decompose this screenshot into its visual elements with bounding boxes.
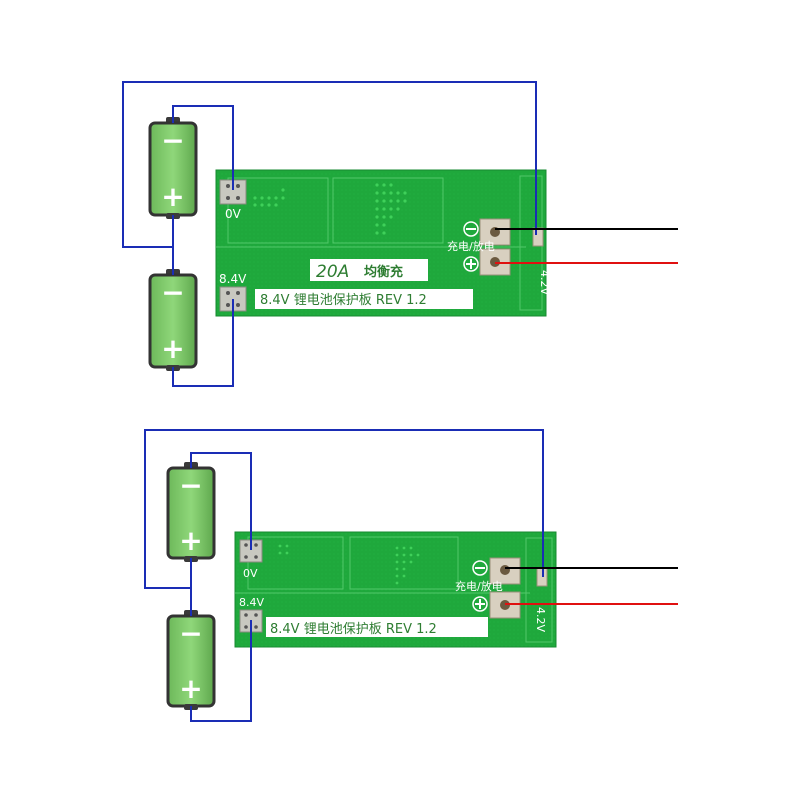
top-badge-rating: 20A: [316, 262, 349, 282]
top-silk-region: [332, 177, 444, 244]
top-8v-pad-pins: [226, 291, 240, 307]
top-diagram: 0V 8.4V 20A 均衡充 8.4V 锂电池保护板 REV 1.2: [122, 81, 678, 387]
top-board-title: 8.4V 锂电池保护板 REV 1.2: [260, 293, 427, 308]
bottom-0v-pad-pins: [244, 543, 258, 559]
bottom-wire-outer: [144, 429, 544, 589]
bottom-battery-2: − +: [166, 610, 216, 710]
bottom-pcb-edge: [234, 531, 557, 648]
top-42v-pad: [532, 227, 544, 247]
battery-plus-symbol: +: [179, 672, 202, 705]
bottom-board: 0V 8.4V 8.4V 锂电池保护板 REV 1.2: [234, 531, 557, 648]
top-0v-pad-pins: [226, 184, 240, 200]
bottom-minus-icon: [472, 560, 488, 576]
bottom-charge-label: 充电/放电: [455, 579, 503, 593]
top-rating-badge: [310, 259, 428, 281]
bottom-label-0v: 0V: [243, 567, 258, 580]
bottom-8v-pad-pins: [244, 613, 258, 629]
bottom-label-8v: 8.4V: [239, 596, 264, 609]
top-battery-2: − +: [148, 269, 198, 371]
bottom-plus-icon: [472, 596, 488, 612]
battery-plus-symbol: +: [179, 524, 202, 557]
battery-minus-symbol: −: [161, 124, 184, 157]
bottom-silk-region: [349, 536, 459, 590]
top-label-0v: 0V: [225, 207, 242, 221]
battery-minus-symbol: −: [179, 469, 202, 502]
top-pcb-edge: [215, 169, 547, 317]
battery-minus-symbol: −: [161, 276, 184, 309]
bottom-diagram: 0V 8.4V 8.4V 锂电池保护板 REV 1.2: [144, 429, 678, 722]
top-wire-bottom: [172, 299, 234, 387]
bottom-via-grid: [278, 544, 420, 585]
bottom-wire-inner: [190, 452, 252, 550]
battery-plus-symbol: +: [161, 332, 184, 365]
top-minus-icon: [463, 221, 479, 237]
bottom-minus-pad-hole: [500, 565, 510, 575]
bottom-silk-region: [247, 536, 344, 590]
battery-minus-symbol: −: [179, 617, 202, 650]
top-label-8v: 8.4V: [219, 272, 247, 286]
bottom-battery-1: − +: [166, 462, 216, 562]
top-plus-icon: [463, 256, 479, 272]
bottom-label-42v: 4.2V: [534, 607, 547, 632]
bottom-silk-region: [525, 537, 553, 643]
top-via-grid: [253, 183, 407, 235]
top-wire-inner: [172, 105, 234, 190]
top-board: 0V 8.4V 20A 均衡充 8.4V 锂电池保护板 REV 1.2: [215, 169, 551, 317]
top-battery-1: − +: [148, 117, 198, 219]
top-title-box: [255, 289, 473, 309]
bottom-wire-bottom: [190, 620, 252, 722]
top-badge-text: 均衡充: [364, 264, 403, 280]
top-charge-label: 充电/放电: [447, 239, 495, 253]
bottom-board-title: 8.4V 锂电池保护板 REV 1.2: [270, 622, 437, 637]
top-silk-region: [227, 177, 329, 244]
bottom-blue-wires: [144, 429, 544, 722]
top-wire-outer: [122, 81, 537, 248]
bottom-title-box: [266, 617, 488, 637]
battery-plus-symbol: +: [161, 180, 184, 213]
top-blue-wires: [122, 81, 537, 387]
top-label-42v: 4.2V: [538, 270, 551, 295]
